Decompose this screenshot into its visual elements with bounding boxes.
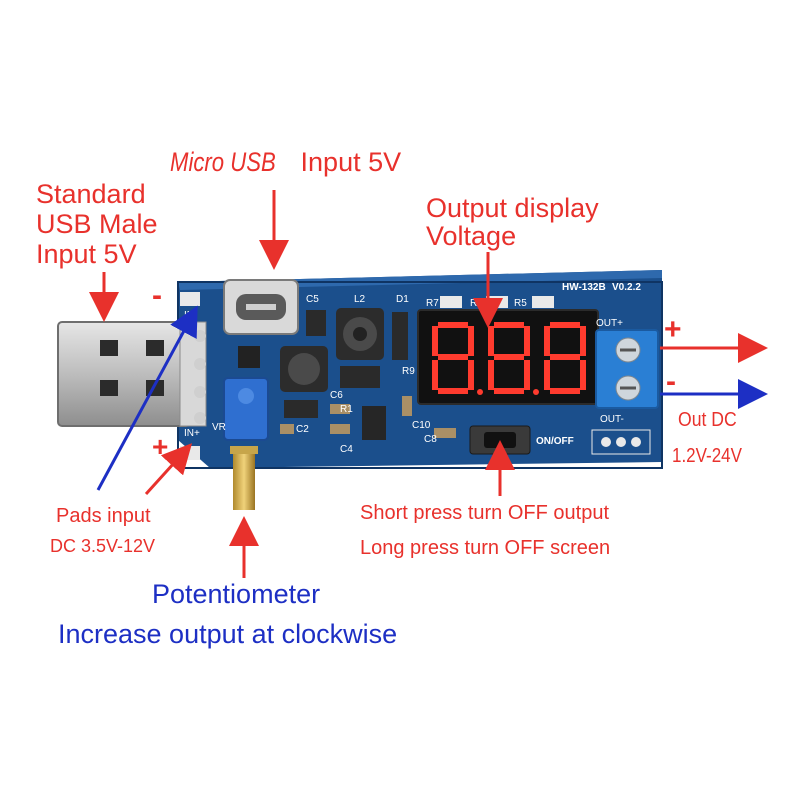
output-display-label-line1: Output display [426, 193, 599, 223]
silk-c2: C2 [296, 424, 309, 435]
display-digit-2 [488, 322, 539, 395]
silk-vr: VR [212, 422, 226, 433]
out-dc-label-line1: Out DC [678, 409, 737, 431]
arrow-pads-plus [144, 443, 193, 496]
output-terminal [595, 329, 659, 409]
usb-male-label-line1: Standard [36, 179, 146, 209]
silk-c10: C10 [412, 420, 431, 431]
silk-r5: R5 [514, 298, 527, 309]
out-minus-sign: - [666, 365, 676, 398]
silk-model: HW-132B [562, 282, 606, 293]
pads-input-label-line1: Pads input [56, 505, 151, 527]
silk-l2: L2 [354, 294, 366, 305]
potentiometer-label-line2: Increase output at clockwise [58, 619, 398, 649]
long-press-label: Long press turn OFF screen [360, 537, 611, 559]
silk-c4: C4 [340, 444, 353, 455]
on-off-button[interactable] [469, 425, 531, 455]
micro-usb-label: Micro USB Input 5V [170, 147, 402, 177]
pads-input-label-line2: DC 3.5V-12V [50, 536, 156, 556]
micro-usb-italic-text: Micro USB [170, 147, 276, 177]
silk-d1: D1 [396, 294, 409, 305]
usb-male-label-line3: Input 5V [36, 239, 137, 269]
micro-usb-rest-text: Input 5V [300, 147, 402, 177]
silk-r1: R1 [340, 404, 353, 415]
smd-components [238, 296, 554, 440]
usb-male-label-line2: USB Male [36, 209, 158, 239]
arrow-pads-minus [96, 305, 198, 491]
output-pins [591, 429, 651, 455]
annotation-arrows [89, 190, 768, 578]
voltage-display [417, 309, 599, 405]
silk-c6: C6 [330, 390, 343, 401]
micro-usb-port [223, 279, 299, 335]
silk-r7: R7 [426, 298, 439, 309]
output-display-label-line2: Voltage [426, 221, 517, 251]
out-dc-label-line2: 1.2V-24V [672, 445, 742, 467]
display-digit-3 [544, 322, 586, 394]
inductor-l2 [336, 308, 384, 360]
silk-on-off: ON/OFF [536, 436, 574, 447]
silk-out-plus: OUT+ [596, 318, 623, 329]
out-plus-sign: + [664, 313, 682, 346]
silk-r9: R9 [402, 366, 415, 377]
silk-c5: C5 [306, 294, 319, 305]
potentiometer-label-line1: Potentiometer [152, 579, 321, 609]
silk-version: V0.2.2 [612, 282, 641, 293]
silk-c8: C8 [424, 434, 437, 445]
short-press-label: Short press turn OFF output [360, 502, 609, 524]
potentiometer [223, 377, 269, 510]
usb-male-connector [57, 321, 207, 427]
silk-out-minus: OUT- [600, 414, 624, 425]
silk-in-plus: IN+ [184, 428, 200, 439]
inductor-100 [280, 346, 328, 392]
silk-r6: R6 [470, 298, 483, 309]
display-digit-1 [432, 322, 483, 395]
in-minus-sign: - [152, 279, 162, 312]
